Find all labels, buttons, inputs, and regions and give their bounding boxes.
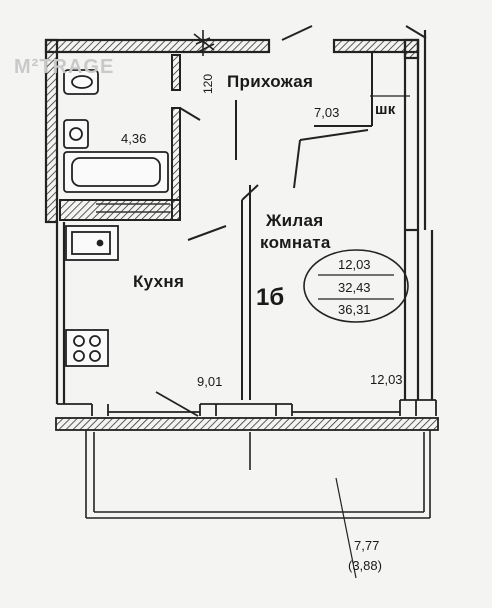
apartment-total-area: 32,43 bbox=[338, 280, 371, 295]
apartment-type: 1б bbox=[256, 284, 285, 311]
bath-partition bbox=[59, 54, 201, 221]
hallway-area: 7,03 bbox=[314, 105, 340, 120]
outer-walls bbox=[44, 30, 434, 404]
leader-lines bbox=[335, 95, 410, 579]
sink-icon bbox=[63, 119, 89, 149]
lower-wall bbox=[55, 391, 439, 431]
kitchen-sink-icon bbox=[65, 225, 119, 261]
hallway-label: Прихожая bbox=[227, 72, 314, 91]
ventilation-mark bbox=[193, 30, 215, 56]
balcony-area-reduced: (3,88) bbox=[348, 558, 382, 573]
toilet-icon bbox=[63, 69, 99, 95]
apartment-total-with-balcony: 36,31 bbox=[338, 302, 371, 317]
apartment-living-area: 12,03 bbox=[338, 257, 371, 272]
closet-label: шк bbox=[375, 101, 396, 118]
kitchen-label: Кухня bbox=[133, 272, 185, 291]
balcony bbox=[85, 430, 431, 519]
bathroom-area: 4,36 bbox=[121, 131, 147, 146]
kitchen-area: 9,01 bbox=[197, 374, 223, 389]
living-room-label-line2: комната bbox=[260, 233, 331, 252]
interior-partitions bbox=[187, 25, 427, 400]
living-room-label-line1: Жилая bbox=[266, 211, 324, 230]
living-room-area: 12,03 bbox=[370, 372, 403, 387]
watermark: M²TRAGE bbox=[14, 56, 115, 78]
balcony-area: 7,77 bbox=[354, 538, 380, 553]
area-circle bbox=[303, 249, 409, 323]
stove-icon bbox=[65, 329, 109, 367]
bathtub-icon bbox=[63, 151, 169, 193]
wall-mark: 120 bbox=[201, 73, 215, 94]
area-circle-dividers bbox=[318, 274, 394, 300]
bath-door bbox=[96, 203, 170, 213]
